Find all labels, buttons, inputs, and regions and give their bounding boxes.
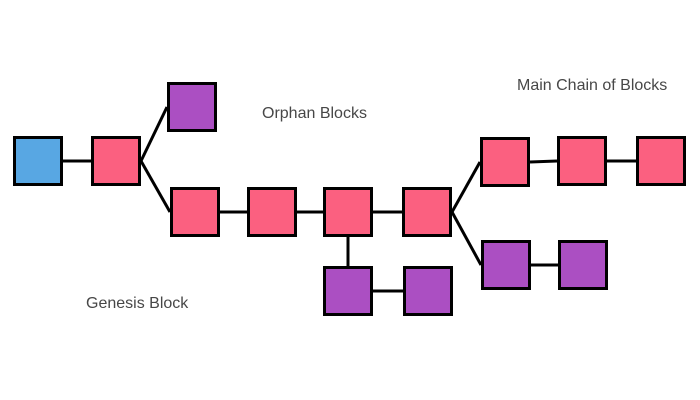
chain-block-3	[247, 187, 297, 237]
main-chain-label: Main Chain of Blocks	[517, 77, 668, 94]
orphan-block-2	[323, 266, 373, 316]
genesis-block-label: Genesis Block	[86, 295, 189, 312]
chain-block-2	[170, 187, 220, 237]
orphan-block-1	[167, 82, 217, 132]
chain-block-6	[480, 137, 530, 187]
chain-block-8	[636, 136, 686, 186]
orphan-blocks-label: Orphan Blocks	[262, 105, 367, 122]
connector-chain1-to-orphan1	[139, 106, 169, 162]
connector-chain1-to-chain2	[139, 160, 172, 213]
chain-block-1	[91, 136, 141, 186]
connector-chain5-to-orphan4	[450, 211, 483, 266]
genesis-block	[13, 136, 63, 186]
connector-chain5-to-chain6	[450, 161, 482, 213]
chain-block-7	[557, 136, 607, 186]
orphan-block-4	[481, 240, 531, 290]
connector-chain6-to-chain7	[529, 159, 558, 164]
orphan-block-3	[403, 266, 453, 316]
chain-block-5	[402, 187, 452, 237]
chain-block-4	[323, 187, 373, 237]
orphan-block-5	[558, 240, 608, 290]
